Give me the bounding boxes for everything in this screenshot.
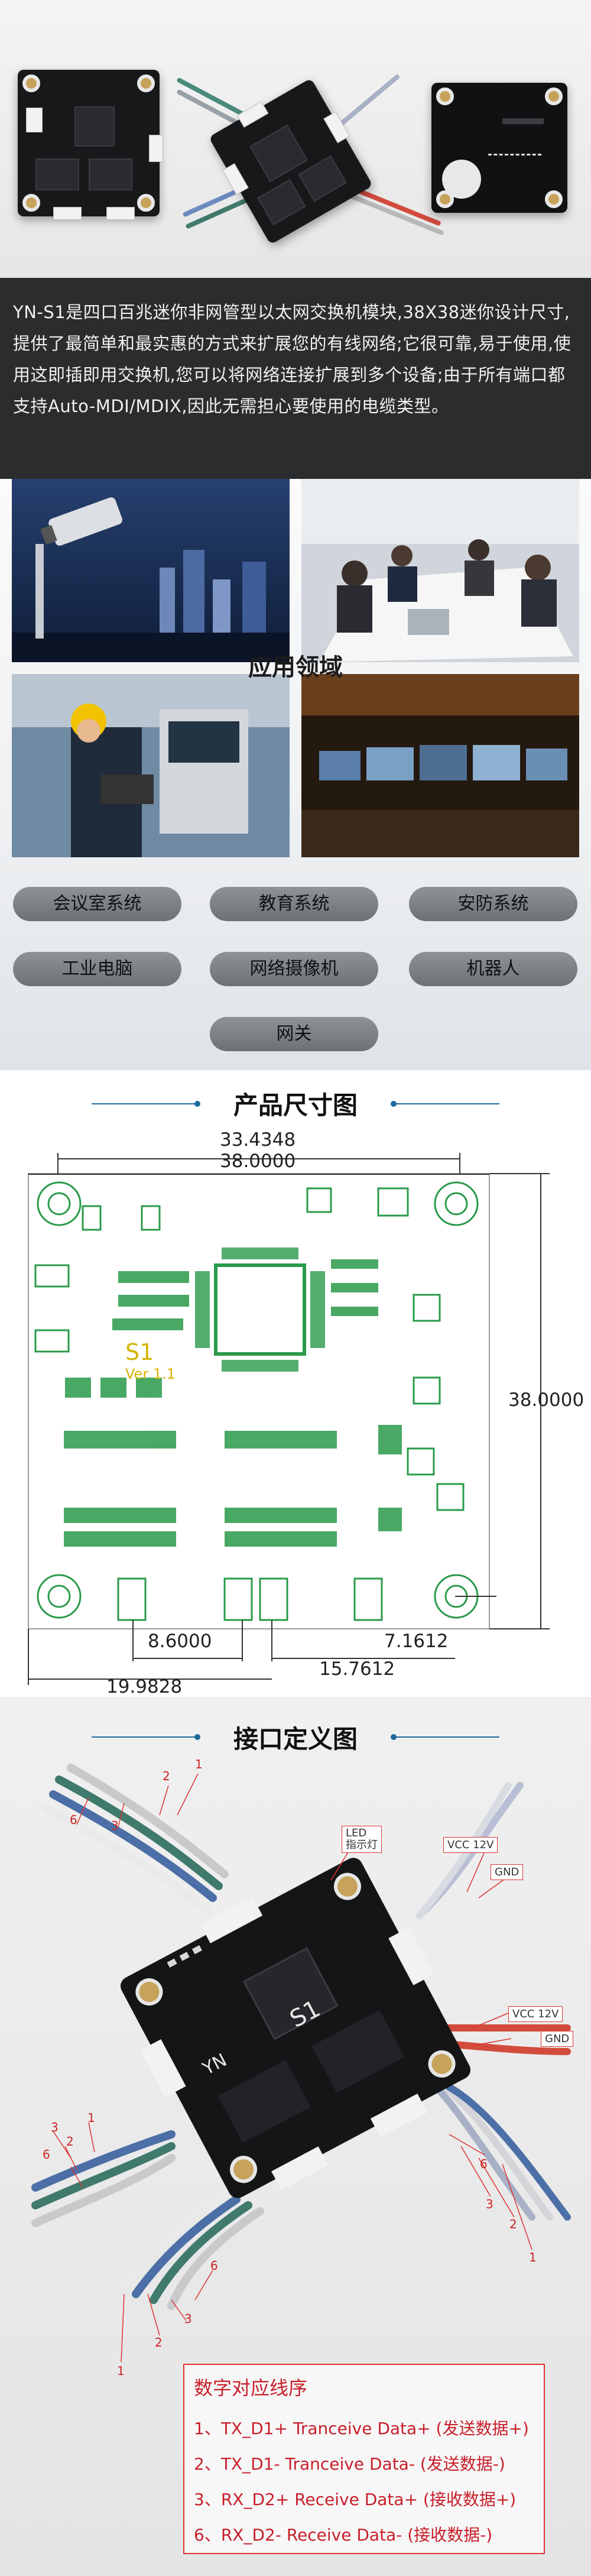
legend-row: 3、RX_D2+ Receive Data+ (接收数据+) — [194, 2490, 517, 2509]
wire-number: 3 — [111, 1819, 119, 1833]
photo-monitoring-center — [301, 674, 579, 857]
wire-number: 6 — [43, 2147, 50, 2162]
legend-title: 数字对应线序 — [194, 2377, 308, 2399]
wire-number: 1 — [87, 2111, 95, 2125]
silk-label: S1 — [125, 1339, 154, 1365]
app-item: 安防系统 — [409, 887, 577, 921]
dimension-drawing — [28, 1153, 550, 1685]
board-bottom-view-image — [431, 83, 567, 213]
title-decor-line — [92, 1101, 200, 1107]
legend-row: 2、TX_D1- Tranceive Data- (发送数据-) — [194, 2454, 505, 2474]
applications-section: 应用领域 会议室系统 教育系统 安防系统 工业电脑 网络摄像机 机器人 网关 — [0, 479, 591, 1070]
interface-diagram: S1 YN — [31, 1764, 571, 2363]
wire-number: 3 — [486, 2197, 493, 2211]
wire-number: 2 — [509, 2217, 517, 2231]
interface-title: 接口定义图 — [233, 1725, 358, 1754]
legend-row: 6、RX_D2- Receive Data- (接收数据-) — [194, 2525, 493, 2545]
callout-led-indicator: LED 指示灯 — [342, 1826, 382, 1853]
title-decor-line — [92, 1734, 200, 1740]
app-item: 机器人 — [409, 952, 577, 986]
dimensions-title: 产品尺寸图 — [233, 1091, 358, 1120]
board-wired-view-image — [208, 78, 374, 245]
wire-number: 6 — [480, 2157, 488, 2171]
wire-number: 6 — [210, 2259, 218, 2273]
app-item: 教育系统 — [210, 887, 378, 921]
dim-label-height: 38.0000 — [508, 1389, 584, 1411]
dim-label-left-offset: 19.9828 — [106, 1676, 183, 1697]
wire-number: 1 — [195, 1757, 203, 1771]
callout-gnd-right: GND — [541, 2031, 574, 2047]
wire-number: 2 — [66, 2134, 74, 2149]
dim-label-connector-offset: 15.7612 — [319, 1658, 395, 1680]
wire-number: 2 — [163, 1769, 170, 1783]
wire-number: 1 — [529, 2250, 537, 2264]
interface-definition-section: 接口定义图 — [0, 1697, 591, 2576]
legend-row: 1、TX_D1+ Tranceive Data+ (发送数据+) — [194, 2419, 529, 2438]
dim-label-width: 38.0000 — [220, 1151, 296, 1172]
app-item: 网络摄像机 — [210, 952, 378, 986]
title-decor-line — [391, 1101, 499, 1107]
silk-version: Ver 1.1 — [125, 1366, 176, 1382]
callout-gnd-top: GND — [491, 1864, 524, 1880]
photo-industrial-pc — [12, 674, 290, 857]
board-top-view-image — [18, 70, 163, 220]
product-description: YN-S1是四口百兆迷你非网管型以太网交换机模块,38X38迷你设计尺寸,提供了… — [13, 302, 571, 416]
title-decor-line — [391, 1734, 499, 1740]
wire-number: 3 — [51, 2120, 59, 2134]
dimension-drawing-section: 产品尺寸图 — [0, 1070, 591, 1697]
wire-number: 2 — [155, 2335, 163, 2350]
wire-number: 1 — [117, 2364, 125, 2378]
app-item: 网关 — [210, 1017, 378, 1051]
photo-conference-room — [301, 479, 579, 662]
dim-label-hole-offset: 7.1612 — [384, 1631, 449, 1652]
product-description-panel: YN-S1是四口百兆迷你非网管型以太网交换机模块,38X38迷你设计尺寸,提供了… — [0, 278, 591, 479]
app-item: 会议室系统 — [13, 887, 181, 921]
product-photos — [0, 0, 591, 278]
callout-vcc-right: VCC 12V — [508, 2006, 563, 2022]
dim-label-connector-pitch: 8.6000 — [148, 1631, 212, 1652]
wire-number: 3 — [184, 2312, 192, 2326]
dim-label-hole-spacing: 33.4348 — [220, 1129, 296, 1151]
applications-title: 应用领域 — [248, 654, 343, 681]
wire-number: 6 — [70, 1813, 77, 1827]
callout-vcc-top: VCC 12V — [443, 1837, 498, 1853]
app-item: 工业电脑 — [13, 952, 181, 986]
photo-security-camera — [12, 479, 290, 662]
wire-order-legend: 数字对应线序 1、TX_D1+ Tranceive Data+ (发送数据+) … — [183, 2364, 545, 2554]
